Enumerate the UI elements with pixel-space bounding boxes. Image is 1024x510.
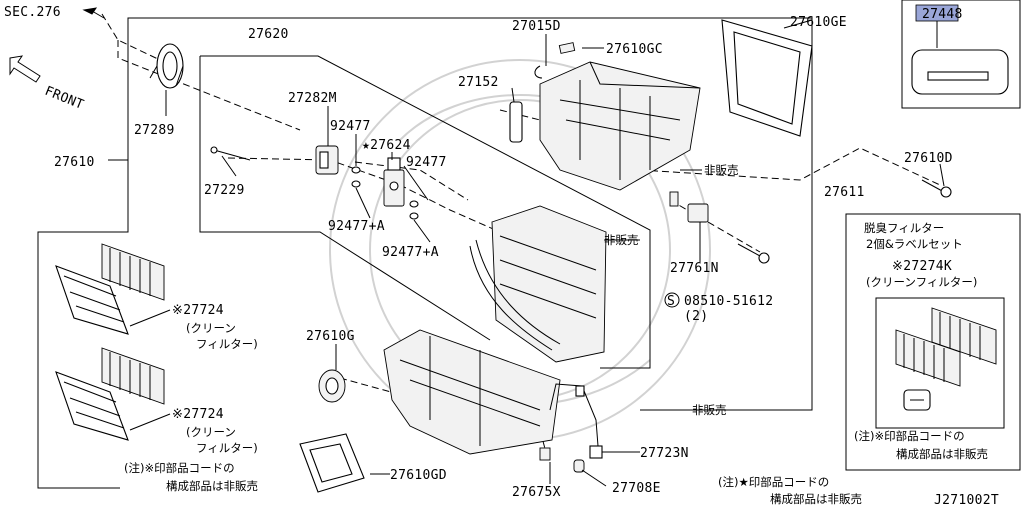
clip-27015d	[534, 65, 543, 79]
seal-27152	[509, 101, 523, 143]
sub-assembly-frame	[200, 55, 651, 369]
gasket-27610gd	[299, 433, 365, 493]
clean-filter-set-a	[55, 243, 165, 335]
pad-27610gc	[558, 42, 576, 54]
label-27724-b-line2: フィルター)	[196, 441, 258, 455]
label-27610gd: 27610GD	[390, 468, 447, 483]
bracket-27282m	[315, 145, 339, 175]
label-27274k-line1: (クリーンフィルター)	[866, 275, 977, 289]
label-sec276: SEC.276	[4, 5, 61, 20]
grommet-27289	[149, 43, 184, 89]
label-27723n: 27723N	[640, 446, 689, 461]
deodorizing-title-line1: 脱臭フィルター	[864, 221, 944, 235]
frames	[37, 0, 1021, 489]
o-rings-92477	[351, 166, 419, 220]
label-27282m: 27282M	[288, 91, 337, 106]
label-part-27448	[911, 4, 1009, 95]
part-27448-box	[901, 0, 1021, 109]
label-08510-51612: 08510-51612	[684, 294, 773, 309]
label-27624: ★27624	[362, 138, 411, 153]
label-front: FRONT	[43, 84, 86, 113]
screw-27610d	[921, 179, 952, 198]
screw-symbol-letter: S	[667, 294, 675, 309]
label-27610gc: 27610GC	[606, 42, 663, 57]
label-92477-b: 92477	[406, 155, 447, 170]
note-left-line1: (注)※印部品コードの	[124, 461, 235, 475]
front-arrow-icon	[9, 55, 41, 83]
label-92477-plus-a-2: 92477+A	[382, 245, 439, 260]
label-27289: 27289	[134, 123, 175, 138]
leader-lines	[129, 19, 945, 487]
evaporator-core	[469, 205, 607, 363]
lower-case-housing	[383, 329, 561, 455]
harness-27723n	[549, 383, 603, 459]
note-left-line2: 構成部品は非販売	[166, 479, 258, 493]
clean-filter-set-b	[55, 347, 165, 441]
label-27274k: ※27274K	[892, 259, 952, 274]
label-92477-a: 92477	[330, 119, 371, 134]
pad-27610g	[318, 369, 346, 403]
label-27015d: 27015D	[512, 19, 561, 34]
label-27610: 27610	[54, 155, 95, 170]
label-27610d: 27610D	[904, 151, 953, 166]
label-27448: 27448	[922, 7, 963, 22]
note-center-line2: 構成部品は非販売	[770, 492, 862, 506]
label-27152: 27152	[458, 75, 499, 90]
part-27675x	[539, 447, 551, 461]
diagram-id: J271002T	[934, 493, 999, 508]
label-92477-plus-a-1: 92477+A	[328, 219, 385, 234]
labels: SEC.276 FRONT 27289 27610 27620 27282M 9…	[4, 5, 999, 508]
connector-27761n	[669, 191, 770, 264]
label-08510-qty: (2)	[684, 309, 708, 324]
label-27675x: 27675X	[512, 485, 561, 500]
part-27708e	[573, 459, 585, 473]
label-27724-a-line1: (クリーン	[186, 321, 236, 335]
label-27724-a-line2: フィルター)	[196, 337, 258, 351]
label-not-sold-2: 非販売	[604, 233, 639, 247]
gasket-frame-27610ge	[721, 19, 813, 137]
bolt-27229	[210, 146, 251, 161]
deodorizing-title-line2: 2個&ラベルセット	[866, 237, 963, 251]
label-27724-a: ※27724	[172, 303, 224, 318]
label-not-sold-3: 非販売	[692, 403, 727, 417]
label-27708e: 27708E	[612, 481, 661, 496]
label-27724-b-line1: (クリーン	[186, 425, 236, 439]
label-27620: 27620	[248, 27, 289, 42]
label-27611: 27611	[824, 185, 865, 200]
label-27610ge: 27610GE	[790, 15, 847, 30]
label-27761n: 27761N	[670, 261, 719, 276]
note-center-line1: (注)★印部品コードの	[718, 475, 829, 489]
screw-symbol-icon: S	[664, 292, 680, 309]
deodorizing-filter-set-box	[845, 213, 1021, 471]
label-27229: 27229	[204, 183, 245, 198]
sec276-arrow-icon	[82, 7, 105, 19]
outer-assembly-frame	[127, 17, 813, 411]
label-27724-b: ※27724	[172, 407, 224, 422]
note-right-line2: 構成部品は非販売	[896, 447, 988, 461]
upper-case-housing	[539, 61, 701, 191]
label-not-sold-1: 非販売	[704, 163, 739, 177]
expansion-valve-27624	[383, 157, 405, 207]
deodorizing-filters	[895, 307, 997, 411]
note-right-line1: (注)※印部品コードの	[854, 429, 965, 443]
label-27610g: 27610G	[306, 329, 355, 344]
